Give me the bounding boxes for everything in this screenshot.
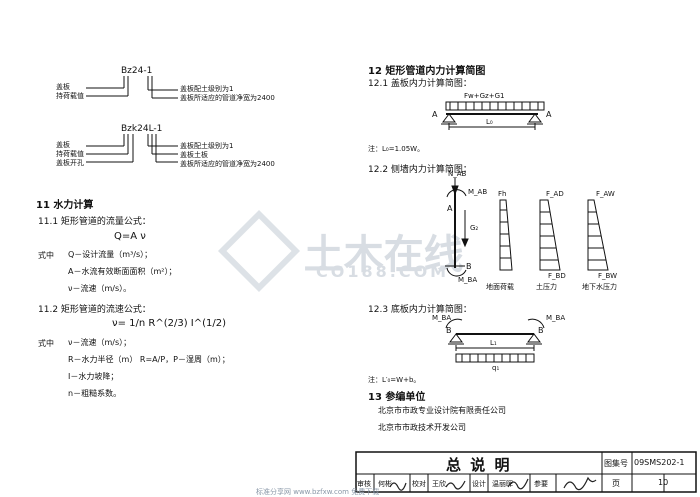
signature-reviewer-icon xyxy=(389,482,407,491)
code-b-right-3: 盖板所适应的管道净宽为2400 xyxy=(180,160,275,168)
page-label: 页 xyxy=(612,479,620,488)
if-s3-load: q₁ xyxy=(492,364,500,372)
reference-unit-2: 北京市市政技术开发公司 xyxy=(378,423,466,432)
watermark-url: CO188.COM xyxy=(316,262,450,281)
role-6: 温丽晖 xyxy=(492,480,513,488)
reference-heading: 13 参编单位 xyxy=(368,392,426,403)
code-b-right-2: 盖板土板 xyxy=(180,151,208,159)
if-s1-load: Fw+Gz+G1 xyxy=(464,92,505,100)
if-s2-p3-top: F_AW xyxy=(596,190,615,198)
role-2: 何彬 xyxy=(378,480,392,488)
if-s3-m-left: M_BA xyxy=(432,314,452,322)
drawing-title: 总 说 明 xyxy=(446,456,512,474)
if-s2-g2: G₂ xyxy=(470,224,479,232)
code-a-right-1: 盖板配土级别为1 xyxy=(180,85,234,93)
code-b-left-1: 盖板 xyxy=(56,141,70,149)
if-s2-p1-top: Fh xyxy=(498,190,507,198)
code-a-right-2: 盖板所适应的管道净宽为2400 xyxy=(180,94,275,102)
if-s2-p3-bot: F_BW xyxy=(598,272,618,280)
if-s3-span: L₁ xyxy=(490,339,497,347)
code-b-left-3: 盖板开孔 xyxy=(56,159,84,167)
hydraulics-s1-def-1: Q－设计流量（m³/s）； xyxy=(68,250,153,259)
role-5: 设计 xyxy=(472,480,486,488)
page-number: 10 xyxy=(658,478,669,487)
if-s2-p2-bot: F_BD xyxy=(548,272,566,280)
if-s2-m-top: M_AB xyxy=(468,188,488,196)
if-s3-b-left: B xyxy=(446,326,452,335)
code-b-left-2: 持荷载值 xyxy=(56,150,84,158)
if-s2-n-top: N_AB xyxy=(448,170,467,178)
hydraulics-s1-where: 式中 xyxy=(38,251,54,260)
if-s1-support-left: A xyxy=(432,110,438,119)
hydraulics-s2-def-4: n－粗糙系数。 xyxy=(68,389,122,398)
if-s2-b: B xyxy=(466,262,472,271)
reference-unit-1: 北京市市政专业设计院有限责任公司 xyxy=(378,406,506,415)
signature-approver-icon xyxy=(563,476,597,491)
hydraulics-s1-title: 11.1 矩形管道的流量公式： xyxy=(38,217,151,227)
if-s2-caption-3: 地下水压力 xyxy=(582,283,617,291)
signature-designer-icon xyxy=(507,478,529,490)
if-s2-m-bot: M_BA xyxy=(458,276,478,284)
if-s1-title: 12.1 盖板内力计算简图： xyxy=(368,79,472,89)
code-a-left-2: 持荷载值 xyxy=(56,92,84,100)
if-s1-support-right: A xyxy=(546,110,552,119)
if-s3-note: 注：L′₀=W+b。 xyxy=(368,376,421,384)
hydraulics-s1-formula: Q=A ν xyxy=(114,231,146,242)
code-a-left-1: 盖板 xyxy=(56,83,70,91)
watermark: 土木在线 xyxy=(217,209,464,293)
hydraulics-heading: 11 水力计算 xyxy=(36,200,94,211)
hydraulics-s2-def-3: I－水力坡降； xyxy=(68,372,119,381)
atlas-number: 09SMS202-1 xyxy=(634,458,685,467)
hydraulics-s1-def-3: ν－流速（m/s）。 xyxy=(68,284,132,293)
if-s2-caption-2: 土压力 xyxy=(536,283,557,291)
role-4: 王欣 xyxy=(432,480,446,488)
code-b-right-1: 盖板配土级别为1 xyxy=(180,142,234,150)
hydraulics-s2-title: 11.2 矩形管道的流速公式： xyxy=(38,305,151,315)
hydraulics-s2-def-2: R－水力半径（m） R=A/P，P－湿周（m）； xyxy=(68,355,230,364)
if-s3-title: 12.3 底板内力计算简图： xyxy=(368,305,472,315)
footer-watermark: 标准分享网 www.bzfxw.com 免费下载 xyxy=(256,488,380,496)
signature-checker-icon xyxy=(445,480,466,490)
if-s2-title: 12.2 侧墙内力计算简图： xyxy=(368,165,472,175)
hydraulics-s2-formula: ν= 1/n R^(2/3) I^(1/2) xyxy=(112,318,227,329)
if-s1-note: 注：L₀=1.05W。 xyxy=(368,145,425,153)
watermark-name: 土木在线 xyxy=(303,232,464,278)
if-s2-p2-top: F_AD xyxy=(546,190,564,198)
if-s3-m-right: M_BA xyxy=(546,314,566,322)
code-a: Bz24-1 xyxy=(121,66,153,76)
code-b: Bzk24L-1 xyxy=(121,124,163,134)
internal-force-heading: 12 矩形管道内力计算简图 xyxy=(368,66,486,77)
role-3: 校对 xyxy=(412,480,426,488)
role-7: 参要 xyxy=(534,480,548,488)
hydraulics-s2-where: 式中 xyxy=(38,339,54,348)
atlas-label: 图集号 xyxy=(604,459,628,468)
if-s3-b-right: B xyxy=(538,326,544,335)
if-s2-a: A xyxy=(447,204,453,213)
if-s1-span: L₀ xyxy=(486,118,493,126)
if-s2-caption-1: 地面荷载 xyxy=(486,283,514,291)
hydraulics-s1-def-2: A－水流有效断面面积（m²）； xyxy=(68,267,177,276)
role-1: 审核 xyxy=(357,480,371,488)
hydraulics-s2-def-1: ν－流速（m/s）； xyxy=(68,338,132,347)
